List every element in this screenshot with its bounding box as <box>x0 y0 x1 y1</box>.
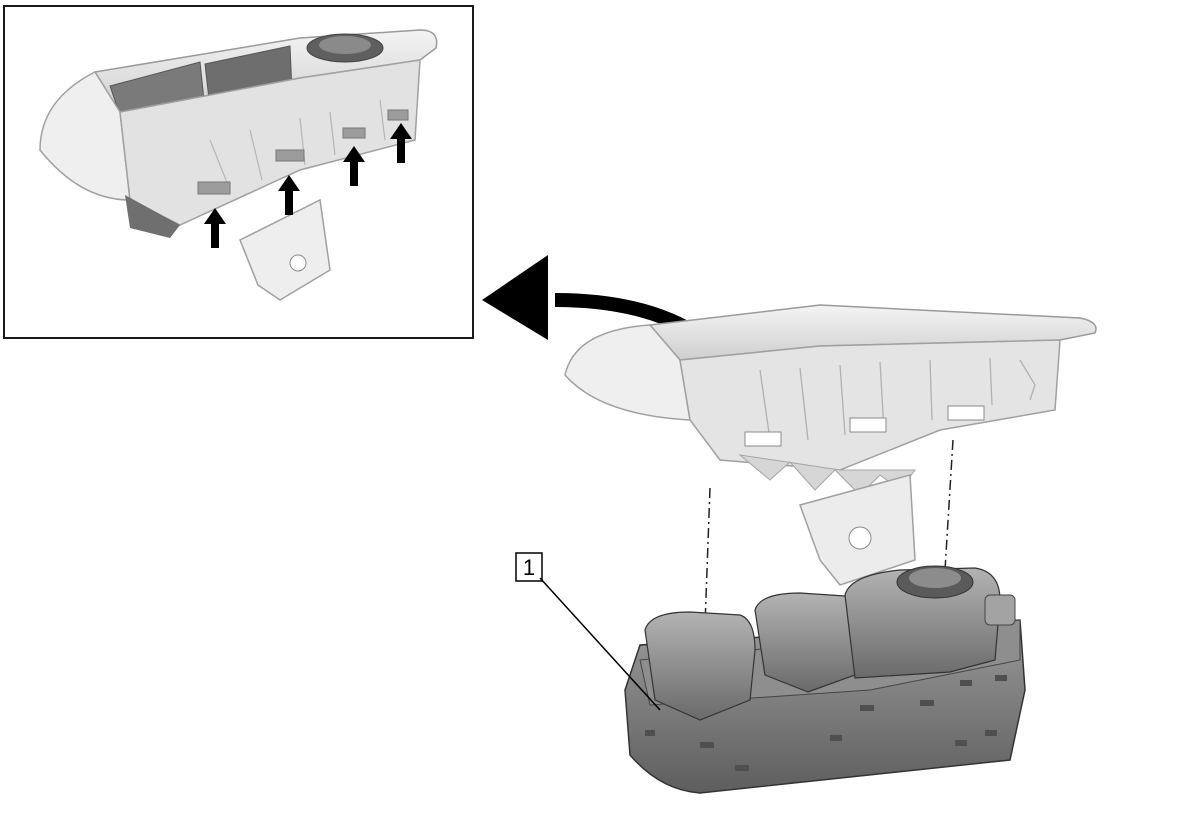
switch-cap-left <box>644 611 756 721</box>
inset-bezel <box>39 29 438 301</box>
callout-leader-line <box>539 577 661 711</box>
clip-arrow-3-icon <box>343 146 365 186</box>
detail-inset <box>3 5 474 339</box>
callout-box <box>515 552 543 582</box>
clip-arrow-1-icon <box>204 208 226 248</box>
window-switch-assembly <box>624 565 1026 794</box>
switch-bezel <box>564 304 1097 586</box>
callout-label: 1 <box>523 555 535 580</box>
switch-cap-middle <box>754 592 861 693</box>
clip-arrow-4-icon <box>390 123 412 163</box>
inset-clip-arrows <box>204 123 412 248</box>
clip-arrow-2-icon <box>278 175 300 215</box>
alignment-lines <box>704 439 954 626</box>
callouts: 1 <box>515 552 661 711</box>
